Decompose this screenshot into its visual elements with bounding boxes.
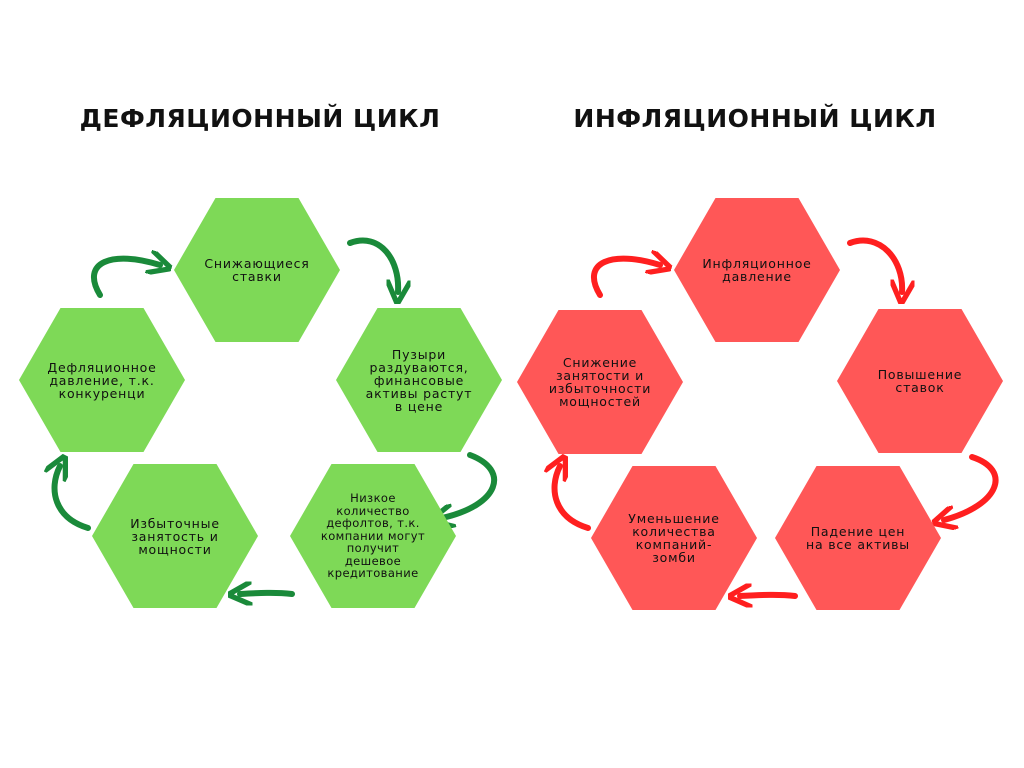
inflation-step-2: Повышение ставок [837, 309, 1003, 453]
inflation-step-1: Инфляционное давление [674, 198, 840, 342]
inflation-arrow-2-to-3 [944, 454, 999, 520]
inflation-step-3-label: Падение цен на все активы [806, 524, 910, 552]
deflation-step-2-label: Пузыри раздуваются, финансовые активы ра… [365, 346, 473, 414]
inflation-step-3: Падение цен на все активы [775, 466, 941, 610]
inflation-cycle-title: ИНФЛЯЦИОННЫЙ ЦИКЛ [573, 104, 937, 133]
deflation-step-5-label: Дефляционное давление, т.к. конкуренци [47, 359, 157, 401]
deflation-step-3-label: Низкое количество дефолтов, т.к. компани… [320, 491, 426, 581]
deflation-arrow-2-to-3 [442, 452, 498, 518]
inflation-step-5-label: Снижение занятости и избыточности мощнос… [548, 355, 652, 409]
inflation-step-2-label: Повышение ставок [877, 367, 963, 395]
deflation-arrow-1-to-2 [347, 237, 398, 292]
deflation-step-1-label: Снижающиеся ставки [204, 256, 310, 284]
inflation-arrow-4-to-5 [555, 466, 591, 531]
deflation-arrow-3-to-4 [240, 593, 295, 594]
deflation-step-4-label: Избыточные занятость и мощности [130, 515, 220, 557]
inflation-step-4-label: Уменьшение количества компаний-зомби [628, 511, 720, 565]
inflation-step-4: Уменьшение количества компаний-зомби [591, 466, 757, 610]
inflation-step-5: Снижение занятости и избыточности мощнос… [517, 310, 683, 454]
inflation-arrow-3-to-4 [740, 595, 798, 596]
inflation-step-1-label: Инфляционное давление [702, 256, 812, 284]
inflation-arrow-1-to-2 [847, 237, 902, 292]
deflation-arrow-5-to-1 [91, 259, 160, 298]
deflation-step-5: Дефляционное давление, т.к. конкуренци [19, 308, 185, 452]
deflation-arrow-4-to-5 [55, 466, 91, 531]
deflation-cycle-title: ДЕФЛЯЦИОННЫЙ ЦИКЛ [79, 104, 441, 133]
inflation-arrow-5-to-1 [591, 259, 660, 298]
